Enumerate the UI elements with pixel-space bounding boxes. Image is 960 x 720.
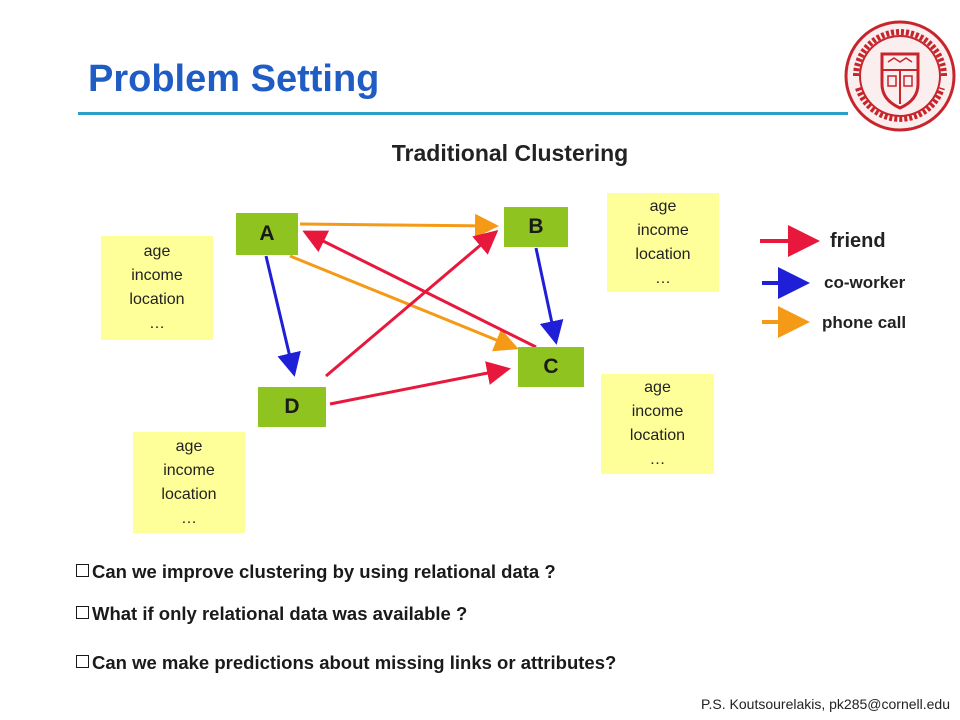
edge-c-to-a-friend [302, 230, 537, 349]
question-1: Can we improve clustering by using relat… [76, 561, 556, 583]
attr-income: income [131, 267, 183, 284]
attr-income: income [637, 221, 689, 239]
attr-ellipsis: … [655, 269, 671, 287]
question-1-text: Can we improve clustering by using relat… [92, 561, 556, 582]
node-c: C [518, 347, 584, 387]
attr-location: location [629, 427, 686, 444]
attr-age: age [649, 197, 677, 215]
slide-title: Problem Setting [88, 58, 380, 100]
attr-income: income [631, 403, 684, 420]
question-2-text: What if only relational data was availab… [92, 603, 468, 624]
attr-location: location [161, 485, 217, 503]
attributes-box-b: age income location … [607, 193, 719, 292]
checkbox-bullet-icon [76, 655, 89, 668]
node-a: A [236, 213, 298, 255]
legend-friend-label: friend [830, 230, 886, 252]
checkbox-bullet-icon [76, 564, 89, 577]
attr-ellipsis: … [149, 315, 165, 332]
legend-phone-label: phone call [822, 313, 907, 332]
question-2: What if only relational data was availab… [76, 603, 467, 625]
edge-b-to-c-coworker [534, 247, 564, 345]
attributes-box-c: age income location … [601, 374, 714, 474]
attr-income: income [163, 461, 215, 479]
attr-location: location [635, 245, 691, 263]
footer-credit: P.S. Koutsourelakis, pk285@cornell.edu [701, 696, 950, 712]
question-3-text: Can we make predictions about missing li… [92, 652, 617, 673]
attributes-box-d: age income location … [133, 432, 245, 533]
legend-coworker-label: co-worker [824, 273, 906, 292]
edge-a-to-d-coworker [264, 255, 301, 377]
diagram-title: Traditional Clustering [391, 140, 629, 166]
checkbox-bullet-icon [76, 606, 89, 619]
edge-a-to-b-phone [299, 213, 499, 238]
title-underline [78, 112, 848, 115]
node-d: D [258, 387, 326, 427]
attributes-box-a: age income location … [101, 236, 213, 340]
attr-ellipsis: … [649, 451, 666, 468]
edge-a-to-c-phone [289, 254, 519, 352]
node-b: B [504, 207, 568, 247]
attr-age: age [175, 437, 203, 455]
edge-d-to-b-friend [325, 230, 499, 378]
attr-age: age [644, 379, 671, 396]
cornell-seal-logo [844, 20, 956, 132]
attr-ellipsis: … [181, 509, 197, 527]
question-3: Can we make predictions about missing li… [76, 652, 616, 674]
attr-age: age [143, 243, 171, 260]
edge-d-to-c-friend [329, 361, 511, 406]
attr-location: location [129, 291, 185, 308]
